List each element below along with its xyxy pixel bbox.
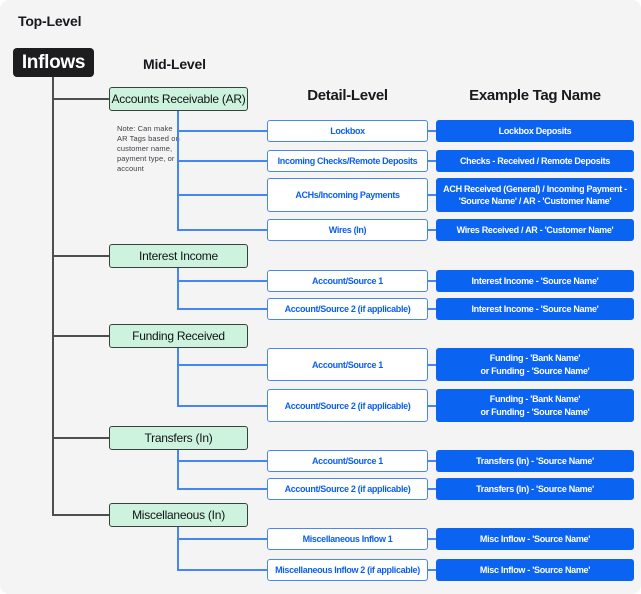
- row-connector-line: [177, 569, 267, 571]
- group-connector-line: [177, 450, 179, 490]
- tag-node-misc-inflow-2: Misc Inflow - 'Source Name': [436, 559, 634, 581]
- detail-node-account-source-2: Account/Source 2 (if applicable): [267, 478, 428, 500]
- connector-stub: [428, 569, 436, 571]
- tag-node-interest-income-1: Interest Income - 'Source Name': [436, 270, 634, 292]
- trunk-line: [52, 77, 54, 516]
- tag-node-checks-received: Checks - Received / Remote Deposits: [436, 150, 634, 172]
- connector-stub: [428, 229, 436, 231]
- connector-stub: [428, 538, 436, 540]
- branch-line: [52, 437, 109, 439]
- row-connector-line: [177, 229, 267, 231]
- branch-line: [52, 335, 109, 337]
- row-connector-line: [177, 538, 267, 540]
- mid-node-interest-income: Interest Income: [109, 244, 248, 268]
- note-text: Note: Can make AR Tags based on customer…: [117, 124, 180, 173]
- row-connector-line: [177, 460, 267, 462]
- connector-stub: [428, 405, 436, 407]
- detail-node-misc-inflow-1: Miscellaneous Inflow 1: [267, 528, 428, 550]
- mid-node-transfers-in: Transfers (In): [109, 426, 248, 450]
- detail-node-account-source-1: Account/Source 1: [267, 450, 428, 472]
- group-connector-line: [177, 527, 179, 571]
- tag-node-interest-income-2: Interest Income - 'Source Name': [436, 298, 634, 320]
- detail-node-account-source-1: Account/Source 1: [267, 270, 428, 292]
- connector-stub: [428, 460, 436, 462]
- row-connector-line: [177, 280, 267, 282]
- group-connector-line: [177, 348, 179, 407]
- mid-node-miscellaneous-in: Miscellaneous (In): [109, 503, 248, 527]
- heading-mid-level: Mid-Level: [143, 56, 206, 72]
- detail-node-account-source-2: Account/Source 2 (if applicable): [267, 298, 428, 320]
- tag-node-transfers-in-1: Transfers (In) - 'Source Name': [436, 450, 634, 472]
- group-connector-line: [177, 268, 179, 310]
- tag-node-transfers-in-2: Transfers (In) - 'Source Name': [436, 478, 634, 500]
- detail-node-account-source-1: Account/Source 1: [267, 348, 428, 381]
- detail-node-lockbox: Lockbox: [267, 120, 428, 142]
- connector-stub: [428, 130, 436, 132]
- row-connector-line: [177, 308, 267, 310]
- detail-node-account-source-2: Account/Source 2 (if applicable): [267, 389, 428, 422]
- connector-stub: [428, 308, 436, 310]
- tag-node-ach-received: ACH Received (General) / Incoming Paymen…: [436, 178, 634, 212]
- detail-node-achs-incoming-payments: ACHs/Incoming Payments: [267, 178, 428, 212]
- connector-stub: [428, 364, 436, 366]
- branch-line: [52, 255, 109, 257]
- branch-line: [52, 514, 109, 516]
- root-node-inflows: Inflows: [13, 48, 94, 77]
- tag-node-wires-received: Wires Received / AR - 'Customer Name': [436, 219, 634, 241]
- mid-node-accounts-receivable: Accounts Receivable (AR): [109, 87, 248, 111]
- heading-top-level: Top-Level: [18, 13, 82, 29]
- connector-stub: [428, 488, 436, 490]
- connector-stub: [428, 160, 436, 162]
- heading-example-tag-name: Example Tag Name: [469, 87, 601, 104]
- heading-detail-level: Detail-Level: [307, 87, 388, 104]
- row-connector-line: [177, 194, 267, 196]
- row-connector-line: [177, 488, 267, 490]
- branch-line: [52, 98, 109, 100]
- tag-node-lockbox-deposits: Lockbox Deposits: [436, 120, 634, 142]
- tag-node-funding-1: Funding - 'Bank Name' or Funding - 'Sour…: [436, 348, 634, 381]
- detail-node-misc-inflow-2: Miscellaneous Inflow 2 (if applicable): [267, 559, 428, 581]
- row-connector-line: [177, 405, 267, 407]
- connector-stub: [428, 194, 436, 196]
- row-connector-line: [177, 130, 267, 132]
- group-connector-line: [177, 111, 179, 231]
- row-connector-line: [177, 364, 267, 366]
- connector-stub: [428, 280, 436, 282]
- tag-node-misc-inflow-1: Misc Inflow - 'Source Name': [436, 528, 634, 550]
- mid-node-funding-received: Funding Received: [109, 324, 248, 348]
- detail-node-incoming-checks: Incoming Checks/Remote Deposits: [267, 150, 428, 172]
- row-connector-line: [177, 160, 267, 162]
- detail-node-wires-in: Wires (In): [267, 219, 428, 241]
- tag-node-funding-2: Funding - 'Bank Name' or Funding - 'Sour…: [436, 389, 634, 422]
